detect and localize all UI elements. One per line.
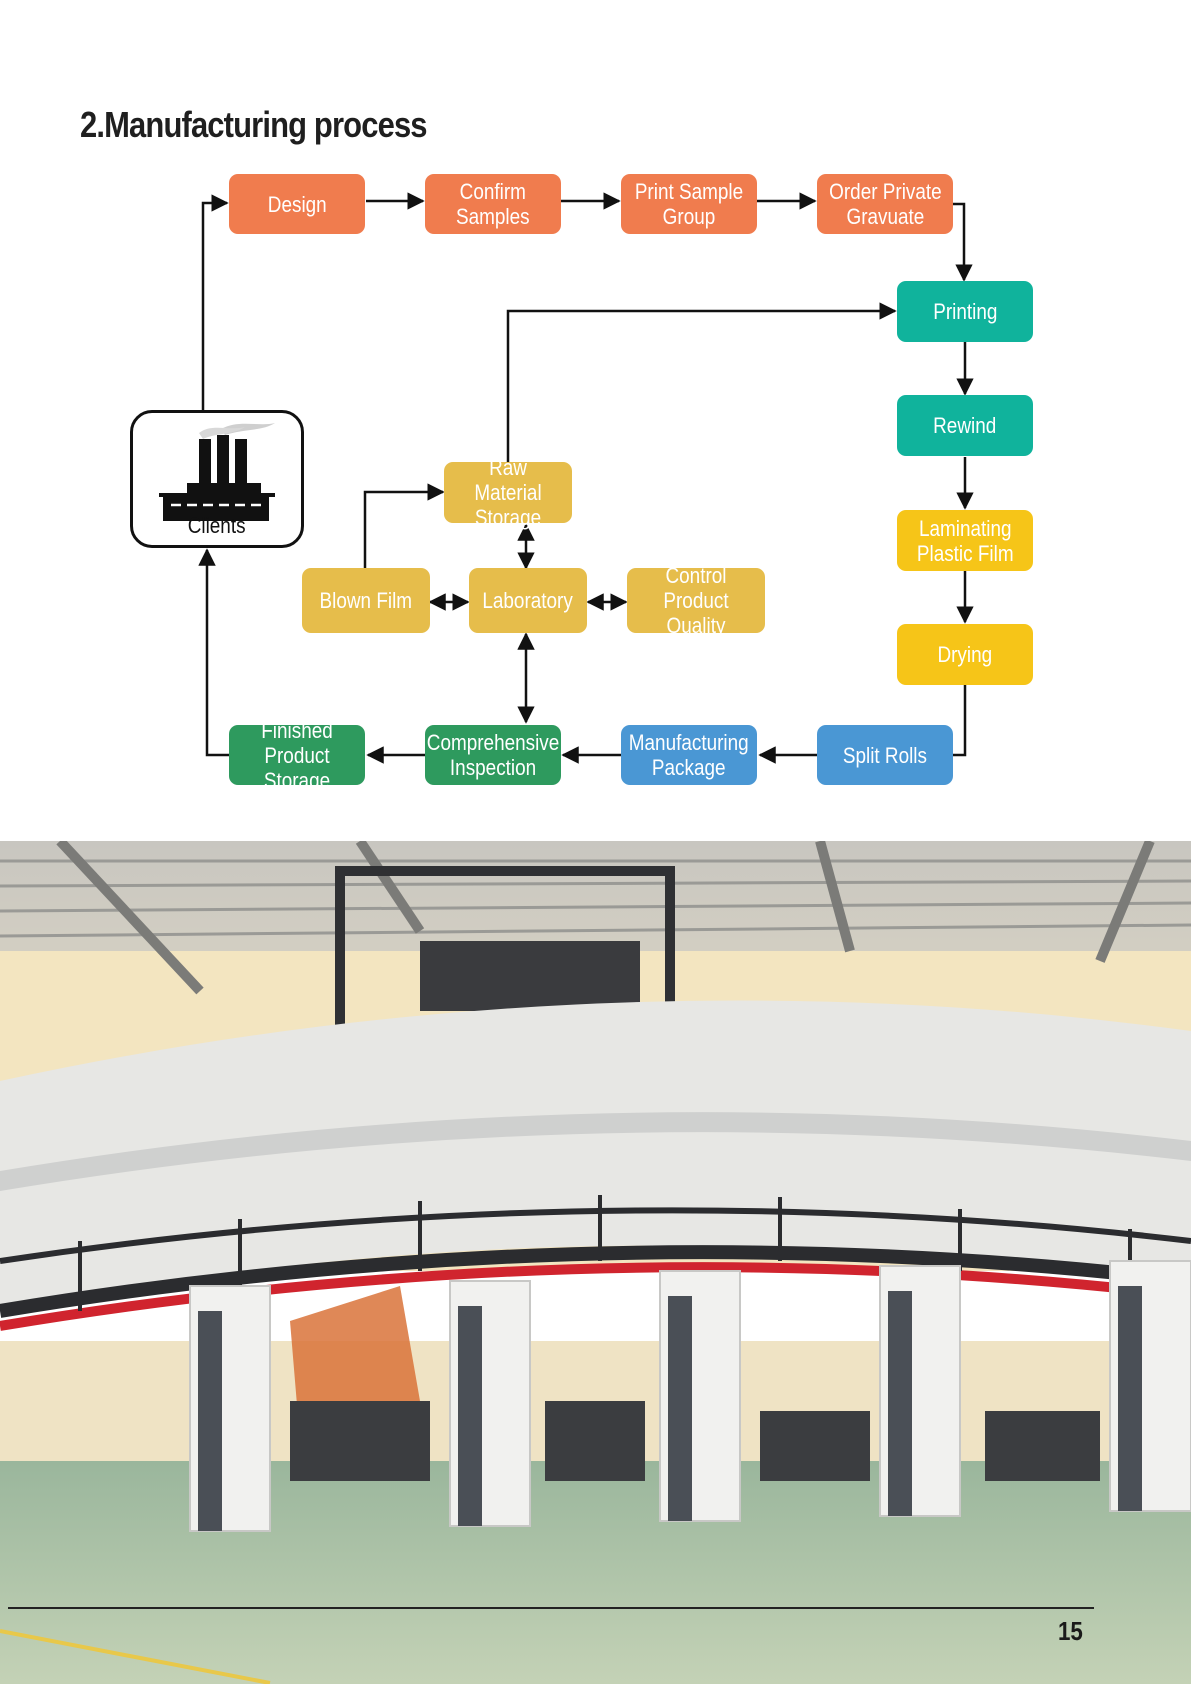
factory-icon bbox=[159, 423, 275, 521]
node-comprehensive-inspection: Comprehensive Inspection bbox=[425, 725, 561, 785]
footer-rule bbox=[8, 1607, 1094, 1609]
arrow-clients-design bbox=[201, 194, 229, 410]
page-title: 2.Manufacturing process bbox=[80, 104, 428, 145]
page-number: 15 bbox=[1058, 1616, 1083, 1646]
factory-photo bbox=[0, 841, 1191, 1684]
arrow-blown-raw bbox=[363, 483, 445, 568]
clients-label: Clients bbox=[188, 513, 246, 538]
node-finished-product-storage: Finished Product Storage bbox=[229, 718, 365, 793]
node-split-rolls: Split Rolls bbox=[817, 725, 953, 785]
arrow-raw-printing bbox=[506, 302, 897, 462]
flow-connectors bbox=[198, 192, 974, 764]
node-design: Design bbox=[229, 174, 365, 234]
node-rewind: Rewind bbox=[897, 395, 1033, 456]
node-raw-material-storage: Raw Material Storage bbox=[444, 455, 572, 530]
printing-press-photo bbox=[0, 841, 1191, 1684]
node-manufacturing-package: Manufacturing Package bbox=[621, 725, 757, 785]
node-confirm-samples: Confirm Samples bbox=[425, 174, 561, 234]
node-order-private-gravuate: Order Private Gravuate bbox=[817, 174, 953, 234]
clients-box: Clients bbox=[130, 410, 304, 548]
node-control-product-quality: Control Product Quality bbox=[627, 563, 765, 638]
arrow-drying-split bbox=[953, 685, 967, 757]
node-laboratory: Laboratory bbox=[469, 568, 587, 633]
node-print-sample-group: Print Sample Group bbox=[621, 174, 757, 234]
node-drying: Drying bbox=[897, 624, 1033, 685]
node-blown-film: Blown Film bbox=[302, 568, 430, 633]
node-laminating-plastic-film: Laminating Plastic Film bbox=[897, 510, 1033, 571]
node-printing: Printing bbox=[897, 281, 1033, 342]
arrow-order-printing bbox=[953, 202, 973, 282]
arrow-finished-clients bbox=[198, 548, 229, 757]
